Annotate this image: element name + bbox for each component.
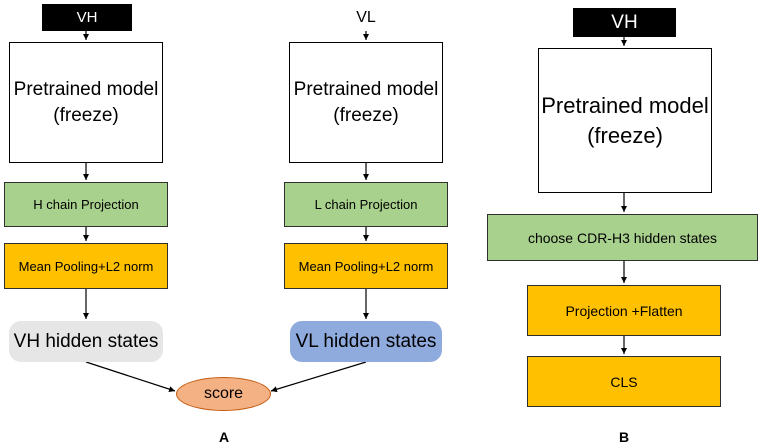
pretrained-model-box-b: Pretrained model (freeze) (538, 48, 712, 193)
model-title-right: Pretrained model (293, 78, 439, 100)
vh-input-label: VH (76, 9, 98, 26)
model-freeze-right: (freeze) (333, 104, 399, 126)
model-freeze-left: (freeze) (53, 104, 119, 126)
mean-pooling-box-right: Mean Pooling+L2 norm (284, 243, 448, 289)
l-chain-projection-label: L chain Projection (314, 197, 418, 212)
panel-a-label-text: A (218, 429, 230, 445)
score-label: score (203, 385, 244, 402)
panel-a-label: A (214, 428, 234, 446)
model-freeze-b: (freeze) (587, 122, 663, 148)
l-chain-projection-box: L chain Projection (284, 182, 448, 227)
vl-input-label-box: VL (346, 6, 386, 30)
vl-hidden-states-label: VL hidden states (295, 330, 437, 352)
h-chain-projection-box: H chain Projection (4, 182, 168, 227)
model-title-left: Pretrained model (13, 78, 159, 100)
vl-hidden-states-pill: VL hidden states (290, 321, 442, 362)
arrow-vl-hidden-to-score (270, 361, 367, 393)
cls-box: CLS (527, 356, 721, 407)
cls-label: CLS (610, 373, 638, 390)
vh-hidden-states-label: VH hidden states (13, 330, 159, 352)
arrow-vh-hidden-to-score (85, 361, 176, 392)
mean-pooling-label-left: Mean Pooling+L2 norm (18, 258, 154, 274)
vh-input-chip: VH (42, 4, 132, 31)
panel-b-label-text: B (618, 429, 630, 445)
choose-cdr-h3-label: choose CDR-H3 hidden states (527, 229, 718, 246)
vh-input-chip-b: VH (573, 8, 676, 37)
projection-flatten-label: Projection +Flatten (565, 302, 683, 319)
model-title-b: Pretrained model (541, 92, 709, 118)
score-ellipse: score (176, 377, 271, 411)
pretrained-model-box-right: Pretrained model (freeze) (289, 42, 443, 163)
mean-pooling-box-left: Mean Pooling+L2 norm (4, 243, 168, 289)
choose-cdr-h3-box: choose CDR-H3 hidden states (487, 214, 758, 261)
vl-input-label: VL (356, 9, 376, 26)
projection-flatten-box: Projection +Flatten (527, 285, 721, 336)
vh-input-label-b: VH (611, 11, 638, 33)
mean-pooling-label-right: Mean Pooling+L2 norm (298, 258, 434, 274)
pretrained-model-box-left: Pretrained model (freeze) (9, 42, 163, 163)
panel-b-label: B (614, 428, 634, 446)
h-chain-projection-label: H chain Projection (33, 197, 139, 212)
vh-hidden-states-pill: VH hidden states (9, 321, 163, 362)
